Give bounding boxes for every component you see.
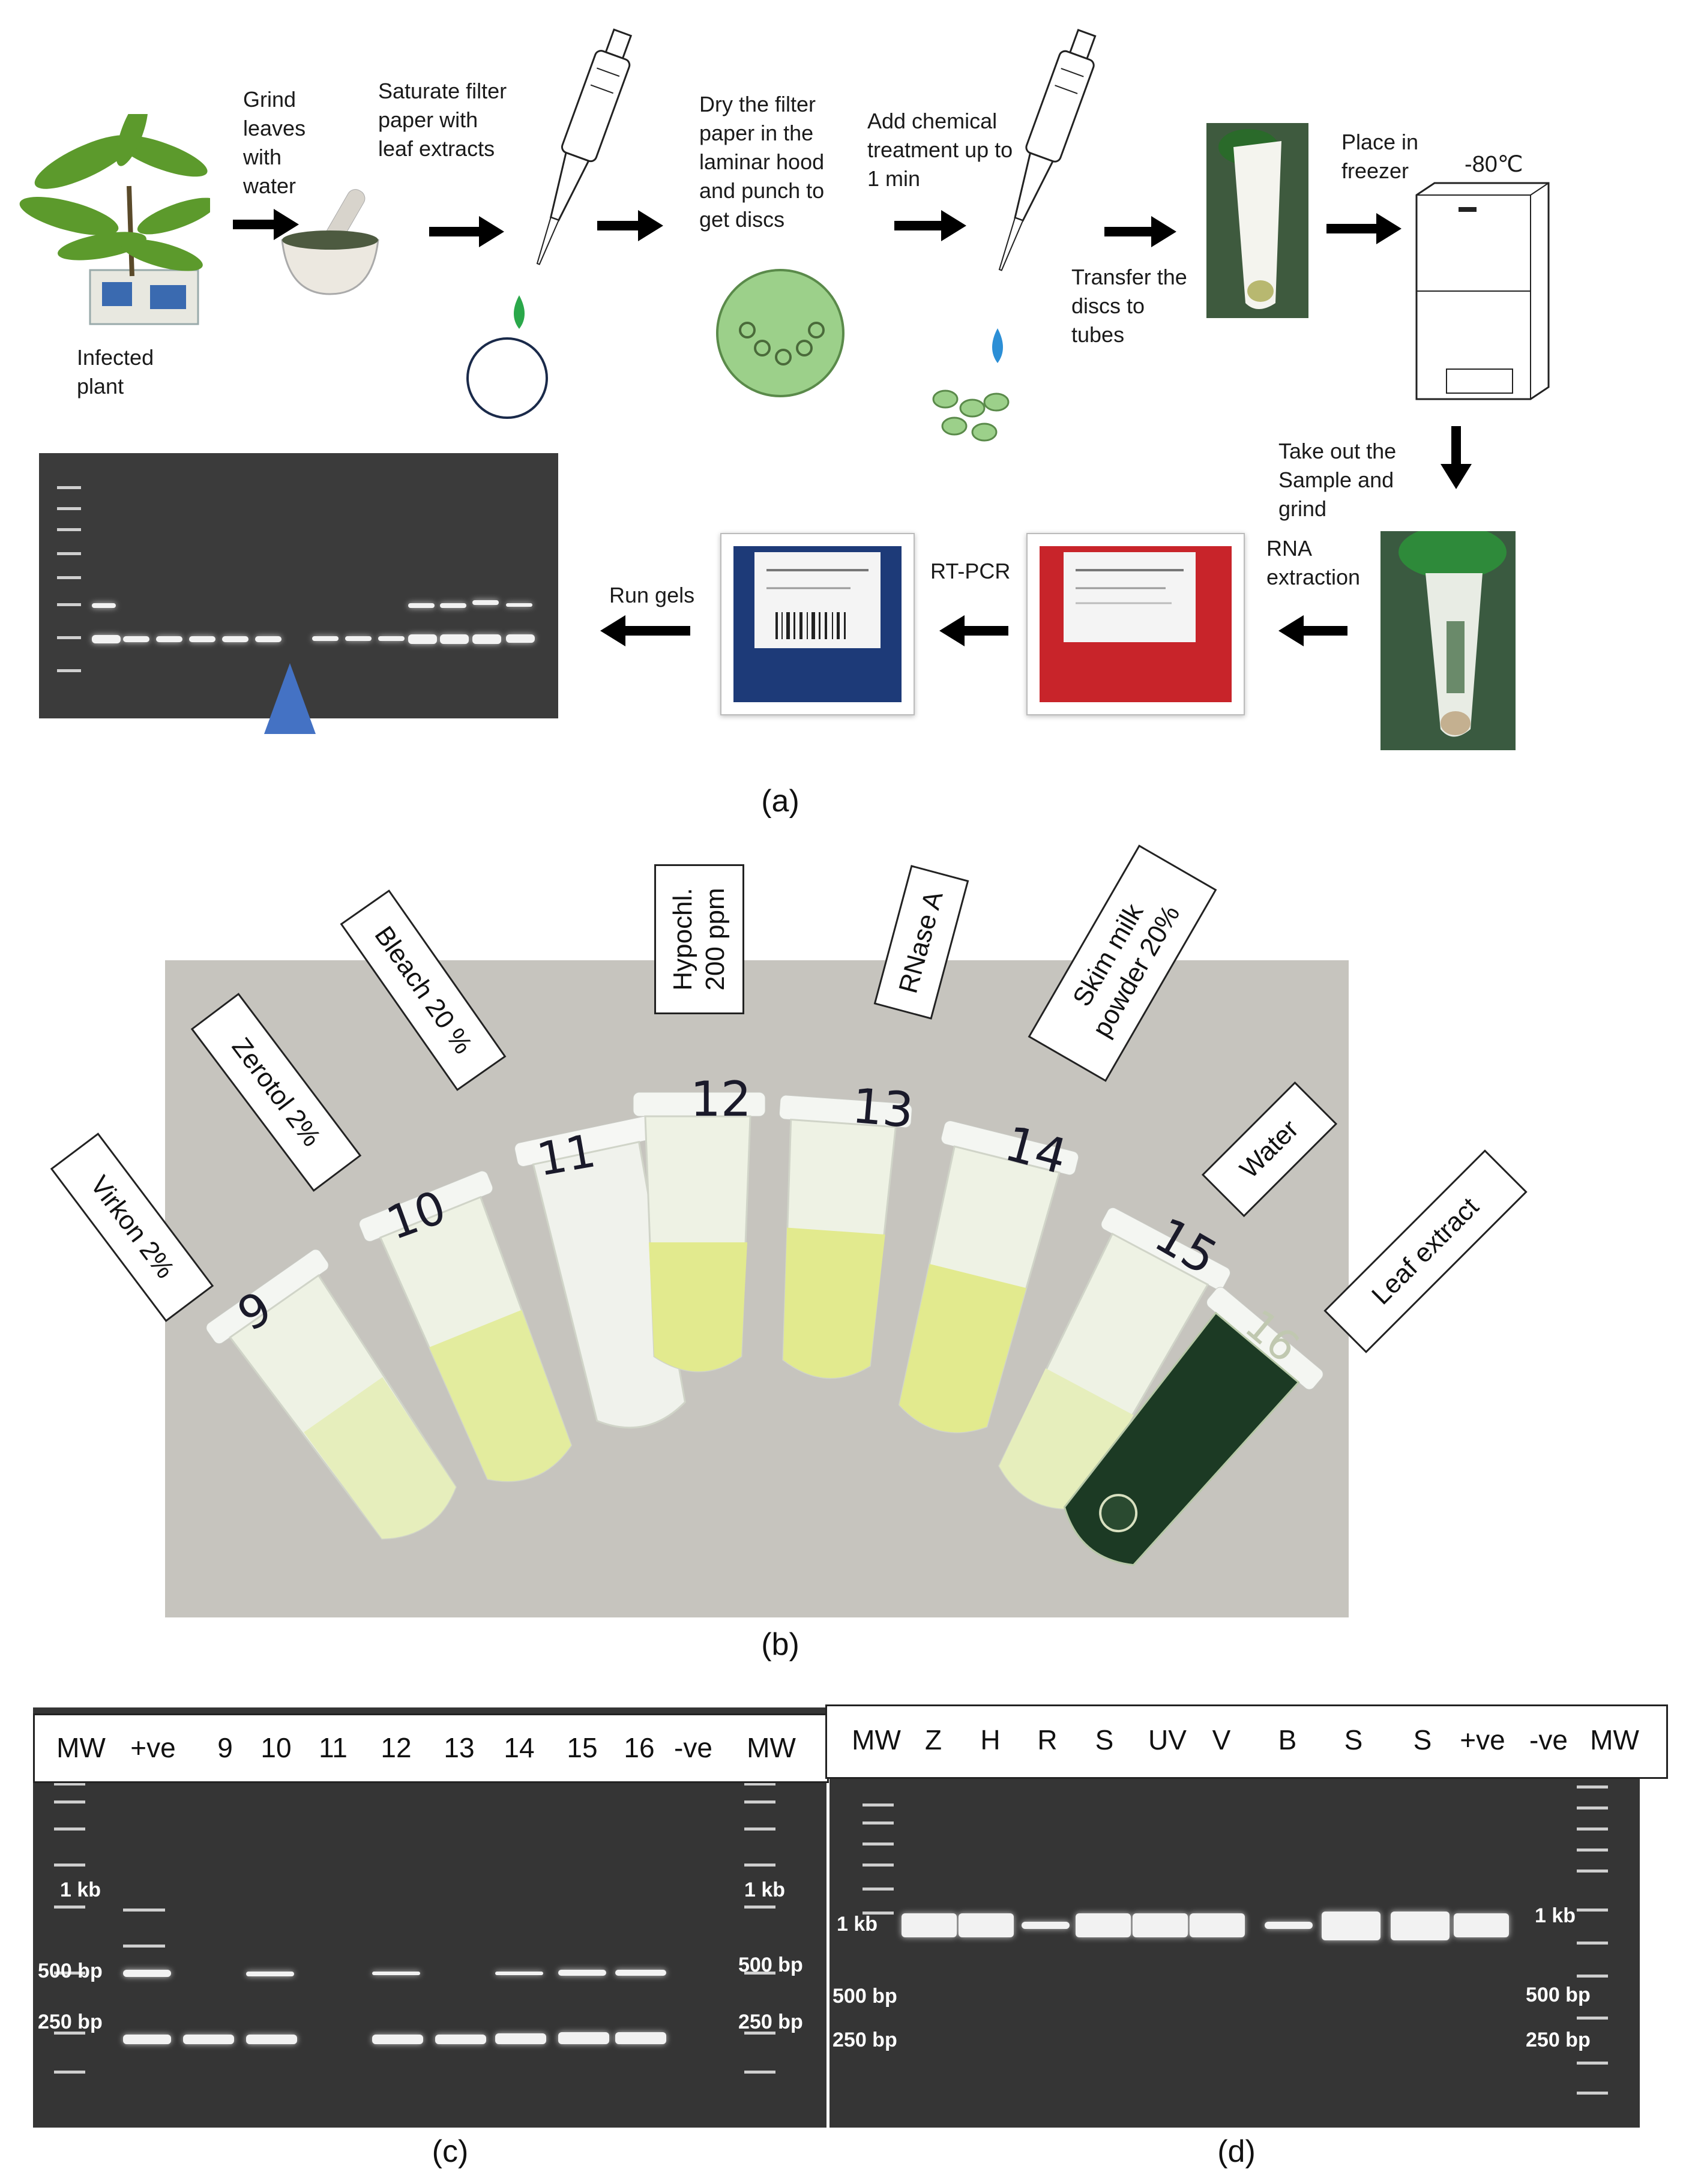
lane-label: S: [1344, 1724, 1363, 1755]
lane-header-box-d: [825, 1704, 1668, 1779]
arrow-right: [894, 210, 966, 241]
tube-number: 11: [533, 1124, 600, 1187]
blue-triangle-marker: [264, 663, 316, 734]
lane-label: 13: [444, 1732, 475, 1763]
mortar-pestle-image: [281, 189, 379, 295]
run-gels-label: Run gels: [609, 583, 695, 607]
pipette-icon: [536, 28, 633, 265]
arrow-right: [1104, 216, 1176, 247]
grind-label: Grind leaves with water: [243, 87, 306, 198]
lane-label: -ve: [674, 1732, 712, 1763]
lane-label: 9: [217, 1732, 233, 1763]
marker-label: 1 kb: [744, 1879, 786, 1901]
lane-label: MW: [56, 1732, 106, 1763]
marker-label: 1 kb: [1535, 1904, 1576, 1927]
lane-label: R: [1037, 1724, 1058, 1755]
rna-label: RNA extraction: [1266, 536, 1361, 589]
gel-image-a: [39, 453, 558, 718]
lane-label: 14: [504, 1732, 535, 1763]
lane-label: 10: [260, 1732, 292, 1763]
lane-label: 11: [319, 1732, 348, 1763]
lane-label: S: [1413, 1724, 1432, 1755]
discs-group: [932, 390, 1010, 442]
marker-label: 500 bp: [738, 1954, 803, 1976]
lane-label: +ve: [130, 1732, 176, 1763]
marker-label: 1 kb: [837, 1913, 878, 1936]
arrow-right: [597, 210, 663, 241]
lane-label: +ve: [1460, 1724, 1505, 1755]
grind-tube-photo: [1380, 531, 1516, 750]
lane-label: -ve: [1529, 1724, 1568, 1755]
arrow-left: [939, 615, 1008, 646]
lane-label: B: [1278, 1724, 1297, 1755]
lane-label: V: [1212, 1724, 1231, 1755]
chemical-label: Add chemical treatment up to 1 min: [867, 109, 1013, 191]
marker-label: 250 bp: [738, 2011, 803, 2033]
caption-c: (c): [432, 2134, 469, 2169]
arrow-left: [1278, 615, 1347, 646]
tube-label-leaf-extract: Leaf extract: [1323, 1149, 1528, 1353]
lane-label: 12: [381, 1732, 412, 1763]
temperature-label: -80℃: [1465, 152, 1523, 177]
tubes-photo: [206, 1092, 1323, 1566]
rtpcr-kit-photo: [720, 533, 915, 715]
arrow-left: [600, 615, 690, 646]
marker-label: 250 bp: [832, 2029, 897, 2051]
rtpcr-label: RT-PCR: [930, 559, 1011, 583]
marker-label: 250 bp: [1526, 2029, 1591, 2051]
lane-label: UV: [1148, 1724, 1187, 1755]
lane-label: 15: [567, 1732, 598, 1763]
lane-label: MW: [747, 1732, 796, 1763]
filter-paper-discs: [716, 269, 845, 397]
tube-number: 12: [690, 1071, 751, 1127]
lane-label: MW: [852, 1724, 901, 1755]
lane-header-box-c: [33, 1713, 829, 1783]
arrow-right: [1326, 213, 1401, 244]
caption-d: (d): [1217, 2134, 1256, 2169]
lane-label: MW: [1590, 1724, 1639, 1755]
arrow-down: [1441, 426, 1472, 489]
marker-label: 250 bp: [38, 2011, 103, 2033]
tube-number: 13: [850, 1077, 916, 1139]
take-out-label: Take out the Sample and grind: [1278, 439, 1397, 521]
lane-label: S: [1095, 1724, 1114, 1755]
marker-label: 500 bp: [1526, 1984, 1591, 2006]
filter-paper-circle: [466, 337, 548, 419]
arrow-right: [429, 216, 504, 247]
marker-label: 1 kb: [60, 1879, 101, 1901]
lane-label: Z: [924, 1724, 942, 1755]
dry-label: Dry the filter paper in the laminar hood…: [699, 92, 825, 232]
infected-plant-label: Infected plant: [77, 345, 154, 399]
caption-a: (a): [761, 784, 799, 819]
saturate-label: Saturate filter paper with leaf extracts: [378, 79, 507, 161]
marker-label: 500 bp: [38, 1960, 103, 1982]
transfer-label: Transfer the discs to tubes: [1071, 265, 1187, 347]
tube-label-hypochl: Hypochl. 200 ppm: [654, 864, 744, 1014]
infected-plant-image: [19, 114, 210, 325]
green-drop-icon: [514, 295, 525, 329]
caption-b: (b): [761, 1627, 799, 1662]
tube-photo: [1206, 123, 1308, 318]
pipette-icon: [998, 29, 1097, 271]
marker-label: 500 bp: [832, 1985, 897, 2008]
blue-drop-icon: [992, 328, 1003, 363]
lane-label: H: [980, 1724, 1001, 1755]
lane-label: 16: [624, 1732, 655, 1763]
freezer-label: Place in freezer: [1341, 130, 1419, 183]
freezer-icon: [1415, 182, 1550, 400]
rna-kit-photo: [1026, 533, 1245, 715]
